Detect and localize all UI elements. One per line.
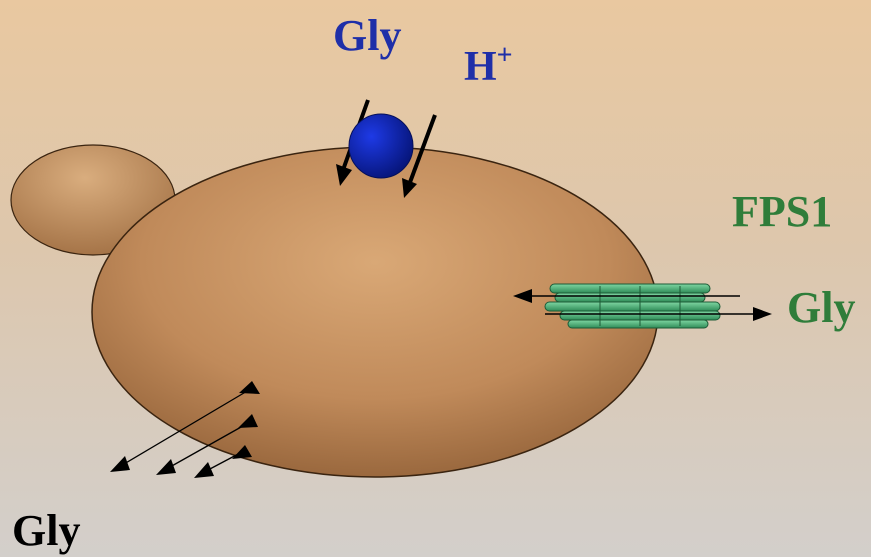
h-plus-label: H+ <box>464 40 513 90</box>
h-plus-superscript: + <box>497 40 513 71</box>
fps1-label: FPS1 <box>732 187 832 236</box>
gly-right-label: Gly <box>787 283 855 332</box>
glycerol-proton-symporter <box>349 114 413 178</box>
gly-bottom-label: Gly <box>12 506 80 555</box>
fps1-channel-body <box>545 284 720 328</box>
h-plus-base: H <box>464 44 497 90</box>
gly-top-label: Gly <box>333 11 401 60</box>
